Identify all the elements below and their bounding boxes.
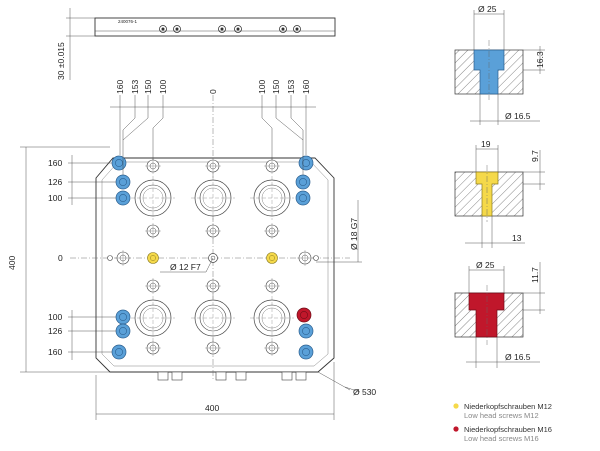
blue-hole [298, 344, 314, 360]
legend: Niederkopfschrauben M12 Low head screws … [453, 402, 552, 443]
legend-label-m16: Niederkopfschrauben M16 [464, 425, 552, 434]
blue-hole [115, 174, 131, 190]
legend-sub-m12: Low head screws M12 [464, 411, 539, 420]
red-hole [296, 307, 312, 323]
legend-swatch-yellow [453, 403, 459, 409]
dim-left-top-2: 126 [48, 177, 62, 187]
detail-blue: Ø 25 16.3 Ø 16.5 [454, 4, 545, 125]
main-plate-view: 160 153 150 100 0 100 150 153 160 160 12… [7, 80, 376, 420]
dim-zero-left: 0 [58, 253, 63, 263]
dim-diameter-530: Ø 530 [353, 387, 376, 397]
dim-left-bottom-3: 160 [48, 347, 62, 357]
dim-zero-top: 0 [208, 89, 218, 94]
blue-hole [111, 344, 127, 360]
yellow-hole [147, 252, 159, 264]
blue-hole [295, 174, 311, 190]
dim-height-400: 400 [7, 256, 17, 270]
yellow-hole [266, 252, 278, 264]
part-number: 240076-1 [118, 19, 138, 24]
dim-diameter-12: Ø 12 F7 [170, 262, 201, 272]
dim-left-bottom-2: 126 [48, 326, 62, 336]
top-side-view: 240076-1 30 ±0.015 [56, 8, 336, 80]
dim-left-bottom-1: 100 [48, 312, 62, 322]
dim-diameter-18: Ø 18 G7 [349, 218, 359, 250]
dim-top-right-2: 150 [271, 80, 281, 94]
legend-label-m12: Niederkopfschrauben M12 [464, 402, 552, 411]
dim-left-top-3: 100 [48, 193, 62, 203]
dim-left-top-1: 160 [48, 158, 62, 168]
dim-top-left-3: 150 [143, 80, 153, 94]
detail-yellow: 19 9.7 13 [454, 139, 545, 248]
blue-hole [298, 323, 314, 339]
legend-swatch-red [453, 426, 459, 432]
dim-top-right-4: 160 [301, 80, 311, 94]
yellow-bottom-dim: 13 [512, 233, 522, 243]
dim-top-right-3: 153 [286, 80, 296, 94]
red-top-dia: Ø 25 [476, 260, 495, 270]
blue-hole [115, 323, 131, 339]
dim-top-left-1: 160 [115, 80, 125, 94]
blue-hole [115, 190, 131, 206]
legend-sub-m16: Low head screws M16 [464, 434, 539, 443]
detail-red: Ø 25 11.7 Ø 16.5 [454, 260, 545, 368]
dim-top-right-1: 100 [257, 80, 267, 94]
dim-top-left-4: 100 [158, 80, 168, 94]
blue-hole [115, 309, 131, 325]
blue-depth: 16.3 [535, 51, 545, 68]
yellow-depth: 9.7 [530, 150, 540, 162]
blue-hole [298, 155, 314, 171]
blue-top-dia: Ø 25 [478, 4, 497, 14]
dim-width-400: 400 [205, 403, 219, 413]
yellow-top-dia: 19 [481, 139, 491, 149]
red-depth: 11.7 [530, 267, 540, 283]
dim-top-left-2: 153 [130, 80, 140, 94]
red-bottom-dia: Ø 16.5 [505, 352, 531, 362]
blue-bottom-dia: Ø 16.5 [505, 111, 531, 121]
blue-hole [111, 155, 127, 171]
blue-hole [295, 190, 311, 206]
top-height-dim: 30 ±0.015 [56, 42, 66, 80]
